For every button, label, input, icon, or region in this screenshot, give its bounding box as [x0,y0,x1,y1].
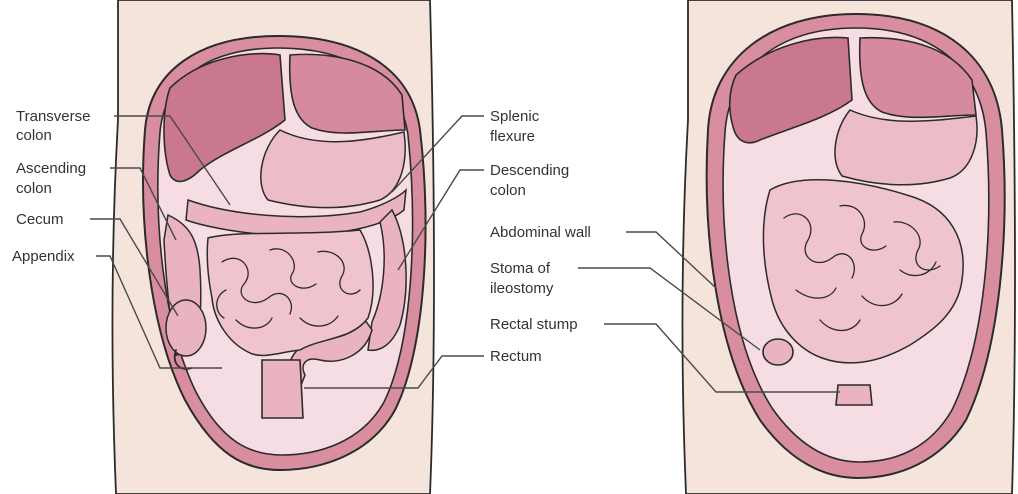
label-descending-colon-line2: colon [490,182,526,199]
label-appendix: Appendix [12,248,75,265]
left-figure [112,0,434,494]
left-stomach [261,130,405,208]
right-figure [682,0,1015,494]
right-stoma [763,339,793,365]
right-rectal-stump [836,385,872,405]
label-ascending-colon-line1: Ascending [16,160,86,177]
label-splenic-flexure-line2: flexure [490,128,535,145]
label-stoma-line2: ileostomy [490,280,554,297]
label-descending-colon-line1: Descending [490,162,569,179]
label-splenic-flexure-line1: Splenic [490,108,540,125]
left-cecum [166,300,206,356]
label-transverse-colon-line1: Transverse [16,108,90,125]
label-transverse-colon-line2: colon [16,127,52,144]
left-rectum [262,360,303,418]
label-cecum: Cecum [16,211,64,228]
label-ascending-colon-line2: colon [16,180,52,197]
label-rectum: Rectum [490,348,542,365]
label-stoma-line1: Stoma of [490,260,551,277]
label-abdominal-wall: Abdominal wall [490,224,591,241]
right-stomach [835,110,977,185]
label-rectal-stump: Rectal stump [490,316,578,333]
